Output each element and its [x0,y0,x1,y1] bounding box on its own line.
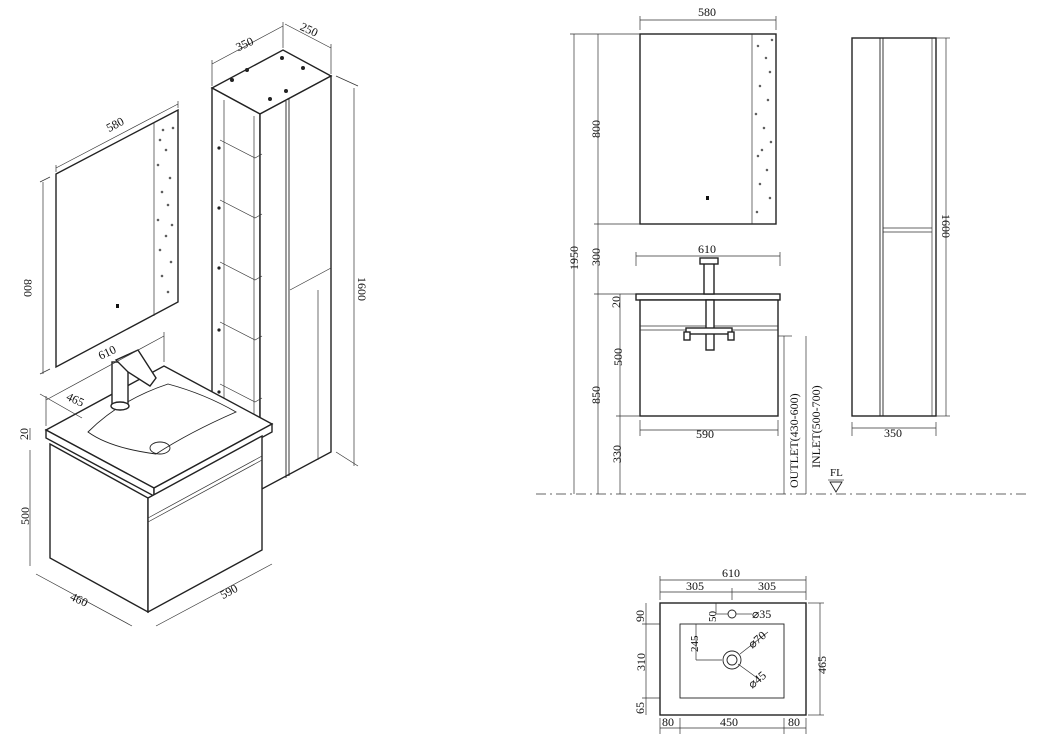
iso-vanity-top-width: 610 [96,342,118,362]
top-depth: 465 [815,656,829,674]
top-worktop [659,602,807,716]
top-margin-bottom: 65 [633,702,647,714]
side-elevation: 1600 350 [851,37,953,440]
iso-vanity-thickness: 20 [17,428,31,440]
side-width: 350 [884,426,902,440]
front-floor-clearance: 330 [610,445,624,463]
front-worktop [635,293,781,301]
iso-faucet [110,349,157,411]
iso-mirror-height: 800 [21,279,35,297]
front-total-height: 1950 [567,246,581,270]
top-margin-right: 80 [788,715,800,729]
front-outlet-label: OUTLET(430-600) [787,393,801,488]
top-drain-offset: 245 [689,635,701,652]
iso-mirror: 580 800 [21,101,179,375]
top-width: 610 [722,566,740,580]
front-gap: 300 [589,248,603,266]
top-margin-left: 80 [662,715,674,729]
front-elevation: 580 610 590 1950 800 300 85 [536,5,1030,495]
top-margin-top: 90 [633,610,647,622]
top-view: 610 305 305 465 90 310 65 80 450 80 50 ⌀… [633,566,829,734]
iso-mirror-width: 580 [104,114,126,135]
iso-vanity: 610 465 20 500 460 590 [17,332,274,627]
front-worktop-thickness: 20 [609,296,623,308]
side-cabinet [851,37,937,417]
top-tap-hole-size: ⌀35 [752,607,771,621]
side-height: 1600 [939,214,953,238]
iso-tall-height: 1600 [355,277,369,301]
iso-tall-depth: 350 [233,34,255,54]
iso-tall-width: 250 [298,19,320,39]
top-drain-outer [722,650,742,670]
top-tap-offset: 50 [707,611,719,623]
iso-vanity-top-depth: 465 [64,389,86,409]
front-counter-height: 850 [589,386,603,404]
top-half-right: 305 [758,579,776,593]
front-mirror-height: 800 [589,120,603,138]
front-inlet-label: INLET(500-700) [809,385,823,468]
front-floor-label: FL [830,467,843,479]
front-basin-width: 610 [698,242,716,256]
front-mirror-width: 580 [698,5,716,19]
front-faucet [683,257,735,351]
iso-vanity-body-width: 590 [218,581,240,602]
iso-vanity-body-height: 500 [18,507,32,525]
top-basin [679,623,785,699]
front-cabinet-height: 500 [611,348,625,366]
top-half-left: 305 [686,579,704,593]
iso-tall-cabinet: 350 250 1600 [210,19,369,492]
top-inner-height: 310 [634,653,648,671]
front-mirror [639,33,777,225]
isometric-view: 580 800 [17,19,369,627]
top-drain-inner [726,654,738,666]
front-cabinet-width: 590 [696,427,714,441]
iso-vanity-body-depth: 460 [68,589,90,609]
top-inner-width: 450 [720,715,738,729]
